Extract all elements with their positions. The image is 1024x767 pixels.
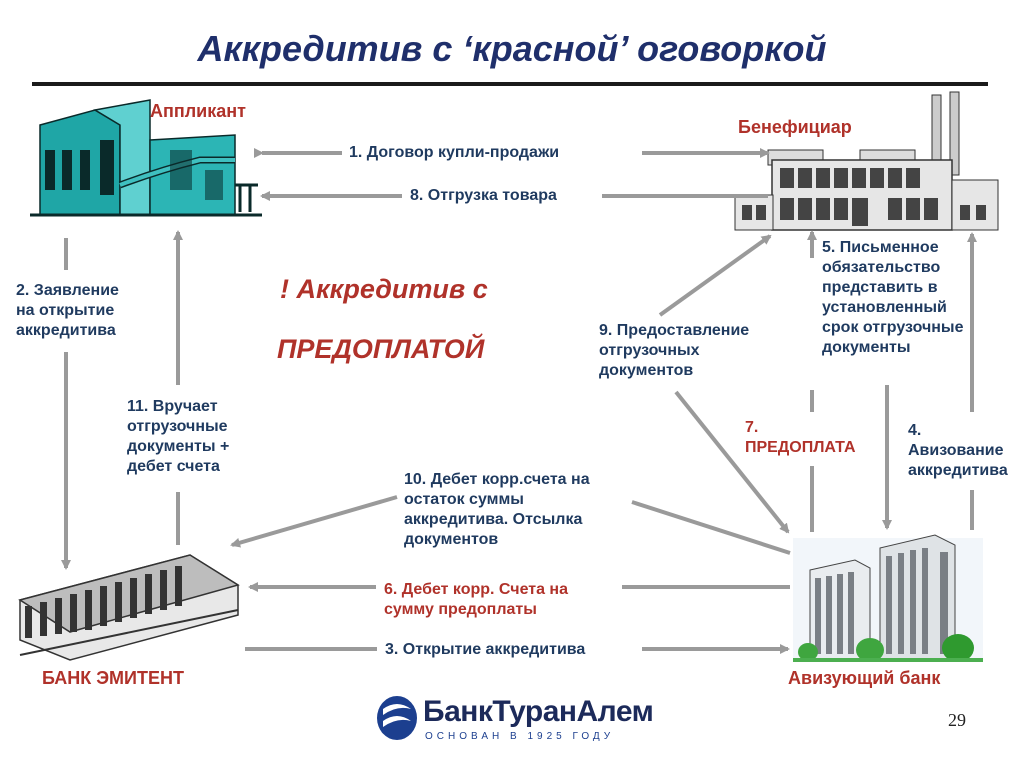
flow-arrows — [61, 148, 977, 654]
step-1-label: 1. Договор купли-продажи — [349, 144, 560, 161]
beneficiary-building-icon — [734, 91, 999, 231]
bank-logo-tagline: ОСНОВАН В 1925 ГОДУ — [425, 731, 615, 742]
bank-logo: БанкТуранАлем ОСНОВАН В 1925 ГОДУ — [375, 695, 654, 755]
title-divider — [32, 82, 988, 86]
page-title: Аккредитив с ‘красной’ оговоркой — [197, 28, 827, 69]
advising-bank-label: Авизующий банк — [788, 668, 941, 688]
bank-logo-icon — [377, 696, 417, 740]
bank-logo-name: БанкТуранАлем — [423, 695, 654, 728]
prepayment-callout-line1: ! Аккредитив с — [280, 274, 488, 304]
step-3-label: 3. Открытие аккредитива — [385, 641, 586, 658]
step-8-label: 8. Отгрузка товара — [410, 187, 557, 204]
prepayment-callout-line2: ПРЕДОПЛАТОЙ — [277, 334, 485, 364]
page-number: 29 — [948, 710, 966, 730]
beneficiary-label: Бенефициар — [738, 117, 852, 137]
step-7-label: 7.ПРЕДОПЛАТА — [745, 419, 856, 456]
issuing-bank-label: БАНК ЭМИТЕНТ — [42, 668, 184, 688]
applicant-label: Аппликант — [150, 101, 246, 121]
advising-bank-building-icon — [793, 534, 983, 662]
applicant-building-icon — [30, 99, 262, 217]
issuing-bank-building-icon — [18, 554, 240, 661]
